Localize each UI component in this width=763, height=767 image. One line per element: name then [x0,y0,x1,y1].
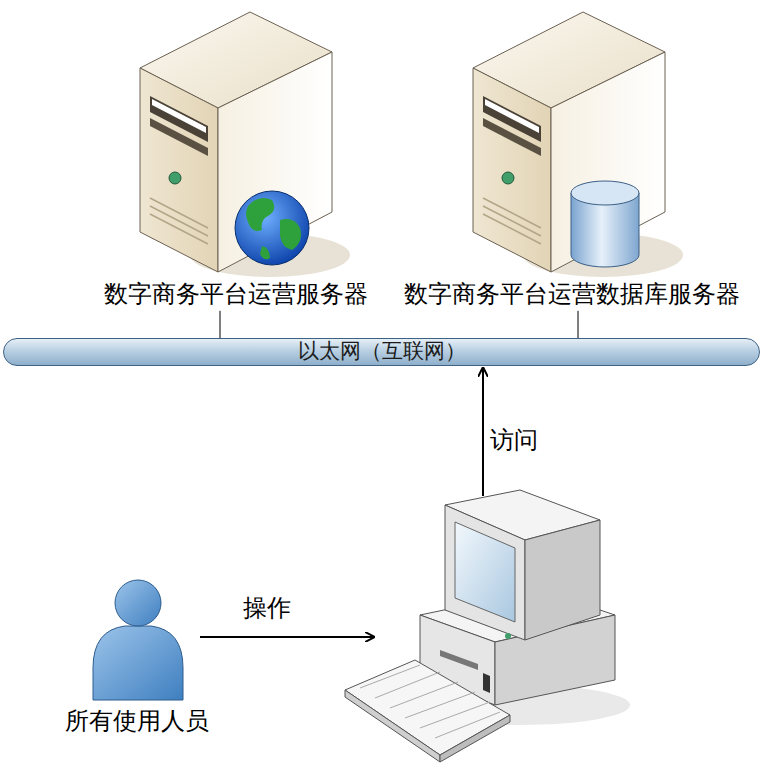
network-bus: 以太网（互联网） [3,338,760,366]
person-icon [93,580,183,700]
user-label: 所有使用人员 [61,705,213,738]
web-server-icon [140,12,350,277]
node-text: 所有使用人员 [65,707,209,736]
node-text: 以太网（互联网） [298,339,466,364]
database-server-icon [473,12,683,277]
bus-link [578,311,579,338]
arrow-label: 访问 [490,426,538,455]
access-arrow [482,368,484,496]
node-text: 数字商务平台运营数据库服务器 [404,280,740,309]
server-label: 数字商务平台运营数据库服务器 [400,278,744,311]
server-label: 数字商务平台运营服务器 [100,278,372,311]
node-text: 数字商务平台运营服务器 [104,280,368,309]
computer-icon [345,490,630,762]
arrow-label: 操作 [243,594,291,623]
bus-link [220,311,221,338]
operate-arrow [200,636,374,638]
